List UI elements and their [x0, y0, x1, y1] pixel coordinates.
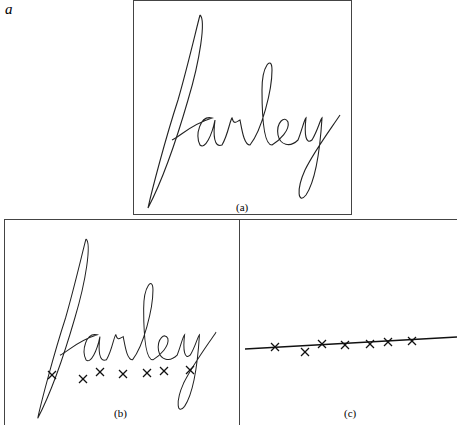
- panel-label: (c): [343, 408, 357, 419]
- baseline-points: [48, 366, 194, 383]
- figure-letter: a: [4, 2, 14, 17]
- baseline-points: [271, 337, 416, 356]
- panel-frame: [5, 220, 457, 425]
- fitted-baseline: [245, 337, 457, 349]
- panel-frame: [134, 1, 352, 215]
- panel-label: (b): [113, 408, 128, 419]
- handwriting: [148, 15, 340, 208]
- panel-divider: [239, 220, 240, 425]
- handwriting: [38, 239, 217, 418]
- panel-label: (a): [235, 202, 249, 213]
